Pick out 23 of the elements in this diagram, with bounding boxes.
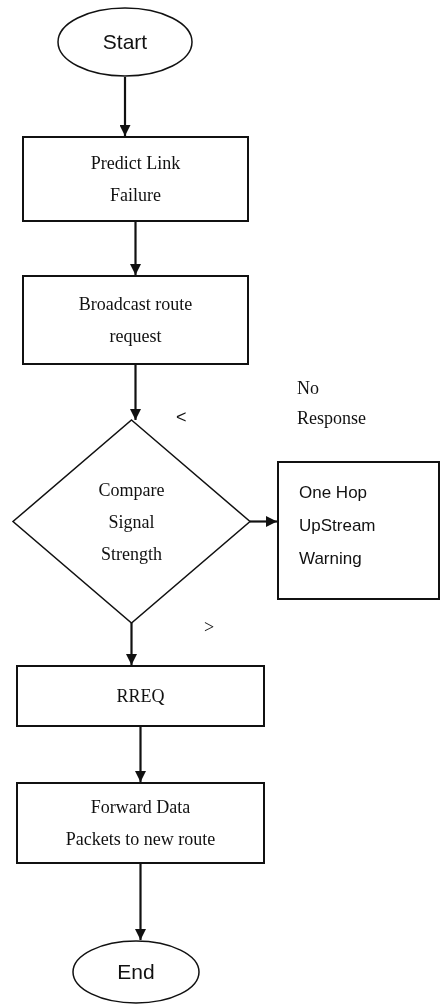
arrow xyxy=(135,864,146,940)
arrow xyxy=(135,727,146,782)
node-text: RREQ xyxy=(116,685,165,708)
node-text: Predict Link Failure xyxy=(89,152,182,207)
process-box xyxy=(16,782,265,864)
decision-diamond xyxy=(13,420,250,623)
process-box xyxy=(16,665,265,727)
arrow xyxy=(250,516,277,527)
arrow xyxy=(130,365,141,420)
arrow xyxy=(130,222,141,275)
node-text: End xyxy=(117,959,155,985)
node-text: Broadcast route request xyxy=(77,293,194,348)
terminal-ellipse xyxy=(57,7,193,77)
arrow xyxy=(119,77,131,136)
process-box xyxy=(22,275,249,365)
node-text: Forward Data Packets to new route xyxy=(64,796,217,851)
node-text: Compare Signal Strength xyxy=(97,478,166,566)
node-text: One Hop UpStream Warning xyxy=(299,482,377,570)
arrow xyxy=(126,623,137,665)
terminal-ellipse xyxy=(72,940,200,1004)
node-text: Start xyxy=(102,29,148,55)
process-box xyxy=(277,461,440,600)
process-box xyxy=(22,136,249,222)
